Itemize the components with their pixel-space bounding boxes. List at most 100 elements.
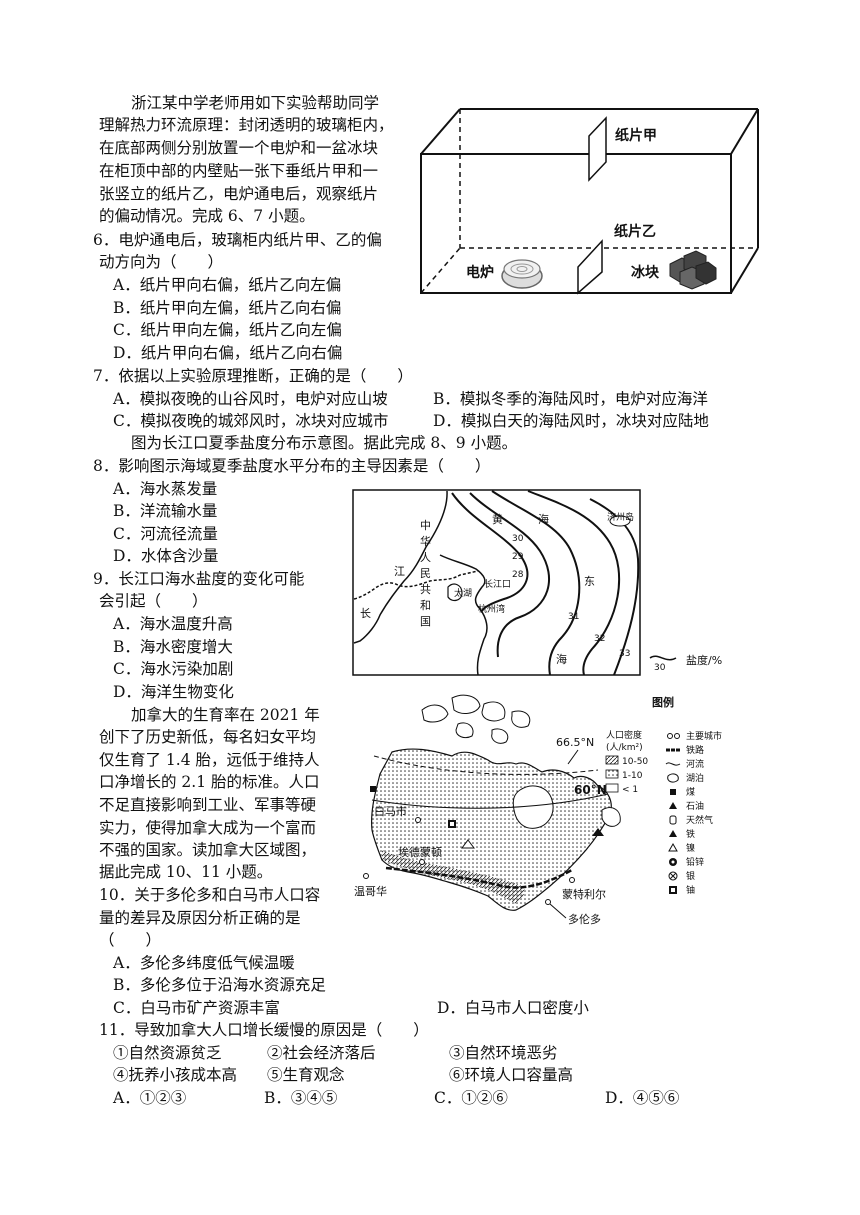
q9-option-b[interactable]: B．海水密度增大: [113, 638, 233, 656]
svg-text:28: 28: [512, 570, 524, 580]
q7-option-b[interactable]: B．模拟冬季的海陆风时，电炉对应海洋: [433, 390, 708, 408]
intro3-line-6: 实力，使得加拿大成为一个富而: [99, 819, 317, 837]
q10-stem-3: （ ）: [99, 931, 162, 949]
q9-option-a[interactable]: A．海水温度升高: [113, 615, 233, 633]
taihu-lake: [447, 583, 463, 602]
q10-option-a[interactable]: A．多伦多纬度低气候温暖: [113, 954, 295, 972]
svg-text:1-10: 1-10: [622, 771, 643, 781]
q6-option-c[interactable]: C．纸片甲向左偏，纸片乙向左偏: [113, 321, 342, 339]
q7-option-a[interactable]: A．模拟夜晚的山谷风时，电炉对应山坡: [113, 390, 388, 408]
svg-text:33: 33: [619, 649, 630, 659]
svg-text:海: 海: [556, 652, 567, 666]
svg-text:60°N: 60°N: [574, 783, 607, 797]
svg-text:32: 32: [594, 634, 605, 644]
q6-option-b[interactable]: B．纸片甲向左偏，纸片乙向右偏: [113, 299, 342, 317]
q11-option-c[interactable]: C．①②⑥: [434, 1089, 508, 1107]
canada-map: 66.5°N 60°N 人口密度 (人/km²) 10-50 1-10 < 1 …: [354, 694, 722, 926]
svg-text:海: 海: [538, 512, 549, 526]
q9-option-c[interactable]: C．海水污染加剧: [113, 660, 234, 678]
intro-line-2: 理解热力环流原理：封闭透明的玻璃柜内，: [99, 116, 394, 134]
q7-option-d[interactable]: D．模拟白天的海陆风时，冰块对应陆地: [433, 412, 709, 430]
paper-b-label: 纸片乙: [614, 223, 656, 240]
lat-60: [371, 793, 609, 809]
svg-text:天然气: 天然气: [686, 814, 713, 826]
lat-66-5: [373, 755, 599, 775]
svg-text:铁: 铁: [686, 828, 695, 840]
svg-text:盐度/%: 盐度/%: [686, 653, 722, 667]
q6-option-d[interactable]: D．纸片甲向右偏，纸片乙向右偏: [113, 344, 343, 362]
city-whitehorse: 白马市: [374, 804, 407, 818]
svg-text:< 1: < 1: [622, 785, 638, 795]
svg-text:铅锌: 铅锌: [686, 856, 704, 868]
intro-line-3: 在底部两侧分别放置一个电炉和一盆冰块: [99, 139, 379, 157]
q9-stem-1: 9．长江口海水盐度的变化可能: [93, 570, 305, 588]
q9-option-d[interactable]: D．海洋生物变化: [113, 683, 234, 701]
q7-stem: 7．依据以上实验原理推断，正确的是（ ）: [93, 367, 413, 385]
map-legend: 主要城市 铁路 河流 湖泊 煤 石油 天然气 铁 镍 铅锌 银 铀: [665, 730, 722, 896]
q10-stem-1: 10．关于多伦多和白马市人口容: [99, 886, 321, 904]
q8-option-a[interactable]: A．海水蒸发量: [113, 480, 218, 498]
railway: [385, 866, 573, 889]
q8-option-b[interactable]: B．洋流输水量: [113, 502, 218, 520]
intro3-line-5: 不足直接影响到工业、军事等硬: [99, 796, 317, 814]
q11-option-b[interactable]: B．③④⑤: [264, 1089, 338, 1107]
svg-text:人口密度: 人口密度: [606, 729, 642, 741]
svg-text:镍: 镍: [686, 842, 695, 854]
city-edmonton: 埃德蒙顿: [398, 845, 442, 859]
yangtze-river: [353, 570, 479, 600]
jeju-island: [609, 515, 631, 527]
svg-text:主要城市: 主要城市: [686, 730, 722, 742]
intro-line-5: 张竖立的纸片乙，电炉通电后，观察纸片: [99, 185, 379, 203]
svg-text:66.5°N: 66.5°N: [556, 736, 594, 749]
q6-stem-1: 6．电炉通电后，玻璃柜内纸片甲、乙的偏: [93, 231, 382, 249]
q11-item-6: ⑥环境人口容量高: [449, 1066, 574, 1084]
intro-line-4: 在柜顶中部的内壁贴一张下垂纸片甲和一: [99, 162, 379, 180]
q9-stem-2: 会引起（ ）: [99, 592, 208, 610]
svg-text:东: 东: [584, 575, 595, 588]
svg-text:江: 江: [394, 565, 405, 578]
svg-text:和: 和: [420, 599, 431, 612]
svg-text:湖泊: 湖泊: [686, 773, 704, 784]
isoline-32: [589, 498, 640, 676]
intro3-line-7: 不强的国家。读加拿大区域图，: [99, 841, 317, 859]
hudson-bay: [512, 785, 554, 829]
q11-item-5: ⑤生育观念: [267, 1066, 345, 1084]
q6-stem-2: 动方向为（ ）: [99, 253, 224, 271]
svg-text:河流: 河流: [686, 758, 704, 770]
q7-option-c[interactable]: C．模拟夜晚的城郊风时，冰块对应城市: [113, 412, 389, 430]
stove-label: 电炉: [466, 264, 494, 281]
q8-option-d[interactable]: D．水体含沙量: [113, 547, 219, 565]
svg-text:民: 民: [420, 567, 431, 580]
intro3-line-2: 创下了历史新低，每名妇女平均: [99, 728, 317, 746]
q8-option-c[interactable]: C．河流径流量: [113, 525, 218, 543]
q8-stem: 8．影响图示海域夏季盐度水平分布的主导因素是（ ）: [93, 457, 491, 475]
ice-cubes-icon: [669, 250, 717, 290]
q11-option-d[interactable]: D．④⑤⑥: [605, 1089, 680, 1107]
q11-option-a[interactable]: A．①②③: [113, 1089, 187, 1107]
svg-text:铀: 铀: [686, 884, 695, 896]
q10-option-c[interactable]: C．白马市矿产资源丰富: [113, 999, 280, 1017]
coastline: [353, 490, 448, 644]
q10-option-b[interactable]: B．多伦多位于沿海水资源充足: [113, 976, 326, 994]
isoline-30: [491, 490, 581, 676]
svg-text:黄: 黄: [492, 512, 503, 526]
oil-symbol: [592, 828, 604, 836]
q11-item-2: ②社会经济落后: [267, 1044, 376, 1062]
city-vancouver: 温哥华: [354, 884, 387, 898]
intro-line-1: 浙江某中学老师用如下实验帮助同学: [131, 94, 380, 112]
city-toronto: 多伦多: [568, 912, 601, 926]
paper-a-sheet: [588, 116, 607, 182]
svg-text:国: 国: [420, 615, 431, 628]
svg-text:石油: 石油: [686, 800, 704, 812]
q11-item-4: ④抚养小孩成本高: [113, 1066, 238, 1084]
svg-text:华: 华: [420, 534, 431, 548]
svg-text:中: 中: [420, 519, 431, 532]
svg-text:长江口: 长江口: [484, 578, 511, 590]
svg-text:银: 银: [686, 870, 695, 882]
svg-text:10-50: 10-50: [622, 757, 648, 767]
isoline-31: [527, 490, 621, 676]
paper-a-label: 纸片甲: [615, 127, 657, 144]
q6-option-a[interactable]: A．纸片甲向右偏，纸片乙向左偏: [113, 276, 342, 294]
q10-option-d[interactable]: D．白马市人口密度小: [437, 999, 589, 1017]
intro3-line-3: 仅生育了 1.4 胎，远低于维持人: [99, 751, 320, 769]
